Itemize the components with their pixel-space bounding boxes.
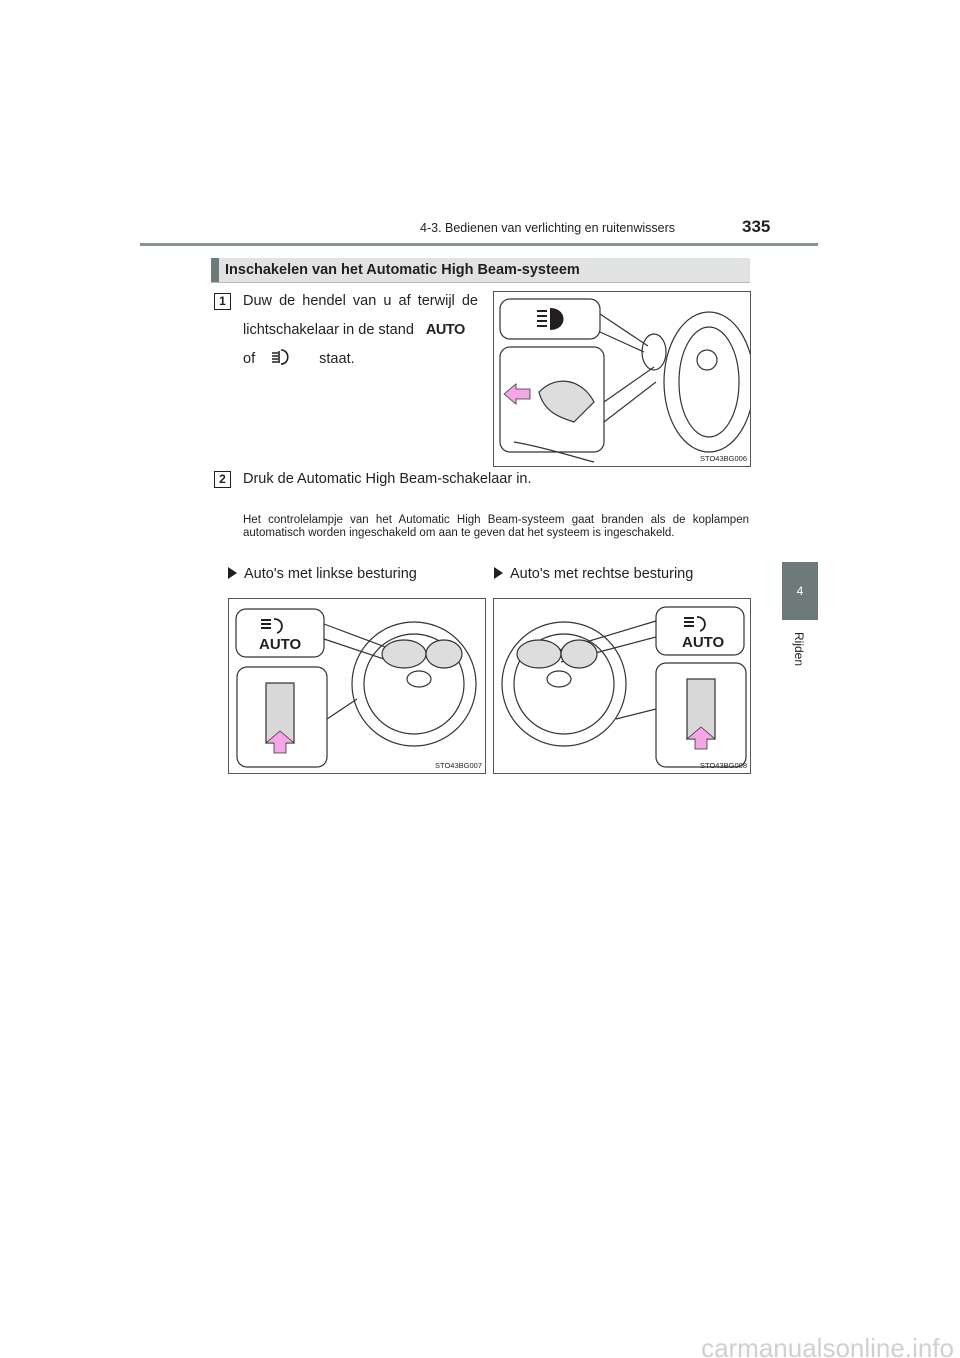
headlight-icon [272, 349, 289, 365]
step-1-line2: lichtschakelaar in de stand [243, 322, 414, 338]
figure-lhd: AUTO STO43BG007 [228, 598, 486, 774]
note-text: Het controlelampje van het Automatic Hig… [243, 514, 749, 539]
variant-label: Auto's met linkse besturing [244, 566, 417, 582]
triangle-bullet-icon [494, 567, 503, 579]
figure-code: STO43BG008 [700, 761, 747, 770]
rhd-dashboard-illustration: AUTO [501, 606, 747, 768]
step-number-2: 2 [214, 471, 231, 488]
auto-label: AUTO [682, 634, 725, 651]
header-rule [140, 243, 818, 246]
step-1-staat: staat. [319, 351, 355, 367]
lhd-dashboard-illustration: AUTO [235, 608, 477, 768]
section-header: Inschakelen van het Automatic High Beam-… [211, 258, 750, 283]
figure-lever: STO43BG006 [493, 291, 755, 467]
step-1-line1: Duw de hendel van u af terwijl de [243, 293, 478, 309]
figure-code: STO43BG006 [700, 454, 747, 463]
chapter-header: 4-3. Bedienen van verlichting en ruitenw… [420, 221, 675, 235]
step-2-text: Druk de Automatic High Beam-schakelaar i… [243, 471, 532, 487]
push-arrow-icon [685, 726, 717, 750]
figure-code: STO43BG007 [435, 761, 482, 770]
step-1-of: of [243, 351, 256, 367]
page-number: 335 [742, 217, 771, 236]
auto-symbol: AUTO [425, 322, 465, 338]
variant-lhd: Auto's met linkse besturing [228, 566, 417, 582]
auto-label: AUTO [259, 636, 302, 653]
triangle-bullet-icon [228, 567, 237, 579]
lever-illustration [499, 298, 755, 463]
step-1-text: Duw de hendel van u af terwijl de lichts… [243, 287, 478, 374]
section-title: Inschakelen van het Automatic High Beam-… [225, 262, 580, 278]
variant-label: Auto's met rechtse besturing [510, 566, 694, 582]
step-number-1: 1 [214, 293, 231, 310]
push-arrow-icon [264, 730, 296, 754]
variant-rhd: Auto's met rechtse besturing [494, 566, 693, 582]
figure-rhd: AUTO STO43BG008 [493, 598, 751, 774]
chapter-tab: 4 [782, 562, 818, 620]
push-arrow-icon [503, 383, 531, 405]
watermark: carmanualsonline.info [701, 1333, 954, 1358]
chapter-tab-label: Rijden [792, 632, 806, 667]
